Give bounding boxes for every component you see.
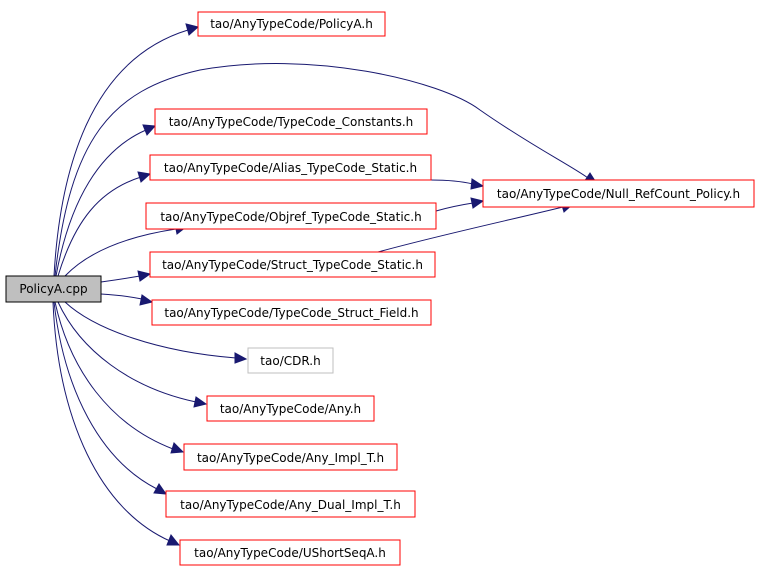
graph-nodes: PolicyA.cpp tao/AnyTypeCode/PolicyA.h ta…	[5, 11, 755, 566]
edge-arrowhead	[234, 352, 248, 364]
node-typecode-constants-h-label[interactable]: tao/AnyTypeCode/TypeCode_Constants.h	[169, 115, 414, 129]
node-any-h-label[interactable]: tao/AnyTypeCode/Any.h	[220, 402, 361, 416]
node-objref-typecode-static-h[interactable]: tao/AnyTypeCode/Objref_TypeCode_Static.h	[145, 202, 437, 230]
edge-root-to-typecode-constants-h	[55, 129, 147, 277]
node-null-refcount-policy-h[interactable]: tao/AnyTypeCode/Null_RefCount_Policy.h	[482, 179, 755, 208]
node-objref-typecode-static-h-box[interactable]	[145, 202, 437, 230]
edge-struct-to-null-refcount-policy-h	[377, 206, 564, 253]
node-root-box	[5, 275, 102, 303]
edge-arrowhead	[137, 270, 152, 282]
edge-objref-to-null-refcount-policy-h	[435, 202, 474, 212]
node-ushortseqa-h[interactable]: tao/AnyTypeCode/UShortSeqA.h	[179, 539, 401, 566]
node-alias-typecode-static-h-label[interactable]: tao/AnyTypeCode/Alias_TypeCode_Static.h	[164, 161, 417, 175]
node-any-dual-impl-t-h-box[interactable]	[165, 490, 416, 518]
node-any-impl-t-h[interactable]: tao/AnyTypeCode/Any_Impl_T.h	[183, 443, 398, 471]
edge-arrowhead	[185, 23, 200, 36]
node-cdr-h-label: tao/CDR.h	[260, 354, 320, 368]
node-policy-a-h-label[interactable]: tao/AnyTypeCode/PolicyA.h	[210, 17, 373, 31]
node-typecode-struct-field-h-box[interactable]	[151, 299, 432, 326]
node-objref-typecode-static-h-label[interactable]: tao/AnyTypeCode/Objref_TypeCode_Static.h	[160, 210, 421, 224]
edge-alias-to-null-refcount-policy-h	[430, 179, 474, 185]
node-root: PolicyA.cpp	[5, 275, 102, 303]
edge-arrowhead	[193, 396, 208, 408]
node-cdr-h: tao/CDR.h	[247, 347, 334, 374]
node-any-h-box[interactable]	[206, 395, 375, 422]
edge-root-to-alias-typecode-static-h	[57, 176, 142, 277]
node-typecode-struct-field-h-label[interactable]: tao/AnyTypeCode/TypeCode_Struct_Field.h	[164, 306, 418, 320]
node-typecode-constants-h[interactable]: tao/AnyTypeCode/TypeCode_Constants.h	[154, 108, 428, 135]
node-any-impl-t-h-label[interactable]: tao/AnyTypeCode/Any_Impl_T.h	[197, 451, 384, 465]
edge-arrowhead	[139, 294, 154, 306]
edge-arrowhead	[470, 197, 485, 209]
node-ushortseqa-h-box[interactable]	[179, 539, 401, 566]
edge-arrowhead	[170, 442, 185, 454]
edge-root-to-struct-typecode-static-h	[100, 275, 141, 283]
edge-root-to-any-dual-impl-t-h	[53, 301, 158, 490]
edge-root-to-policy-a-h	[53, 29, 189, 277]
node-any-dual-impl-t-h[interactable]: tao/AnyTypeCode/Any_Dual_Impl_T.h	[165, 490, 416, 518]
edge-root-to-null-refcount-policy-h	[54, 63, 589, 277]
node-cdr-h-box	[247, 347, 334, 374]
edge-root-to-any-impl-t-h	[54, 301, 174, 450]
edge-root-to-objref-typecode-static-h	[64, 228, 177, 277]
edge-arrowhead	[470, 178, 485, 190]
node-struct-typecode-static-h-label[interactable]: tao/AnyTypeCode/Struct_TypeCode_Static.h	[162, 258, 423, 272]
node-typecode-constants-h-box[interactable]	[154, 108, 428, 135]
edge-arrowhead	[137, 171, 152, 183]
node-alias-typecode-static-h-box[interactable]	[149, 154, 432, 181]
node-alias-typecode-static-h[interactable]: tao/AnyTypeCode/Alias_TypeCode_Static.h	[149, 154, 432, 181]
node-any-dual-impl-t-h-label[interactable]: tao/AnyTypeCode/Any_Dual_Impl_T.h	[180, 498, 401, 512]
node-any-impl-t-h-box[interactable]	[183, 443, 398, 471]
node-struct-typecode-static-h[interactable]: tao/AnyTypeCode/Struct_TypeCode_Static.h	[149, 251, 436, 278]
edge-arrowhead	[142, 124, 157, 136]
edge-root-to-typecode-struct-field-h	[100, 293, 143, 300]
edge-arrowhead	[153, 483, 168, 495]
node-policy-a-h[interactable]: tao/AnyTypeCode/PolicyA.h	[197, 11, 386, 37]
node-any-h[interactable]: tao/AnyTypeCode/Any.h	[206, 395, 375, 422]
edge-root-to-cdr-h	[64, 301, 237, 359]
node-policy-a-h-box[interactable]	[197, 11, 386, 37]
node-struct-typecode-static-h-box[interactable]	[149, 251, 436, 278]
edge-arrowhead	[166, 534, 181, 546]
node-root-label: PolicyA.cpp	[19, 282, 87, 296]
edge-root-to-ushortseqa-h	[52, 301, 171, 542]
node-null-refcount-policy-h-box[interactable]	[482, 179, 755, 208]
node-ushortseqa-h-label[interactable]: tao/AnyTypeCode/UShortSeqA.h	[194, 546, 386, 560]
edge-root-to-any-h	[57, 301, 197, 403]
node-typecode-struct-field-h[interactable]: tao/AnyTypeCode/TypeCode_Struct_Field.h	[151, 299, 432, 326]
node-null-refcount-policy-h-label[interactable]: tao/AnyTypeCode/Null_RefCount_Policy.h	[497, 187, 740, 201]
